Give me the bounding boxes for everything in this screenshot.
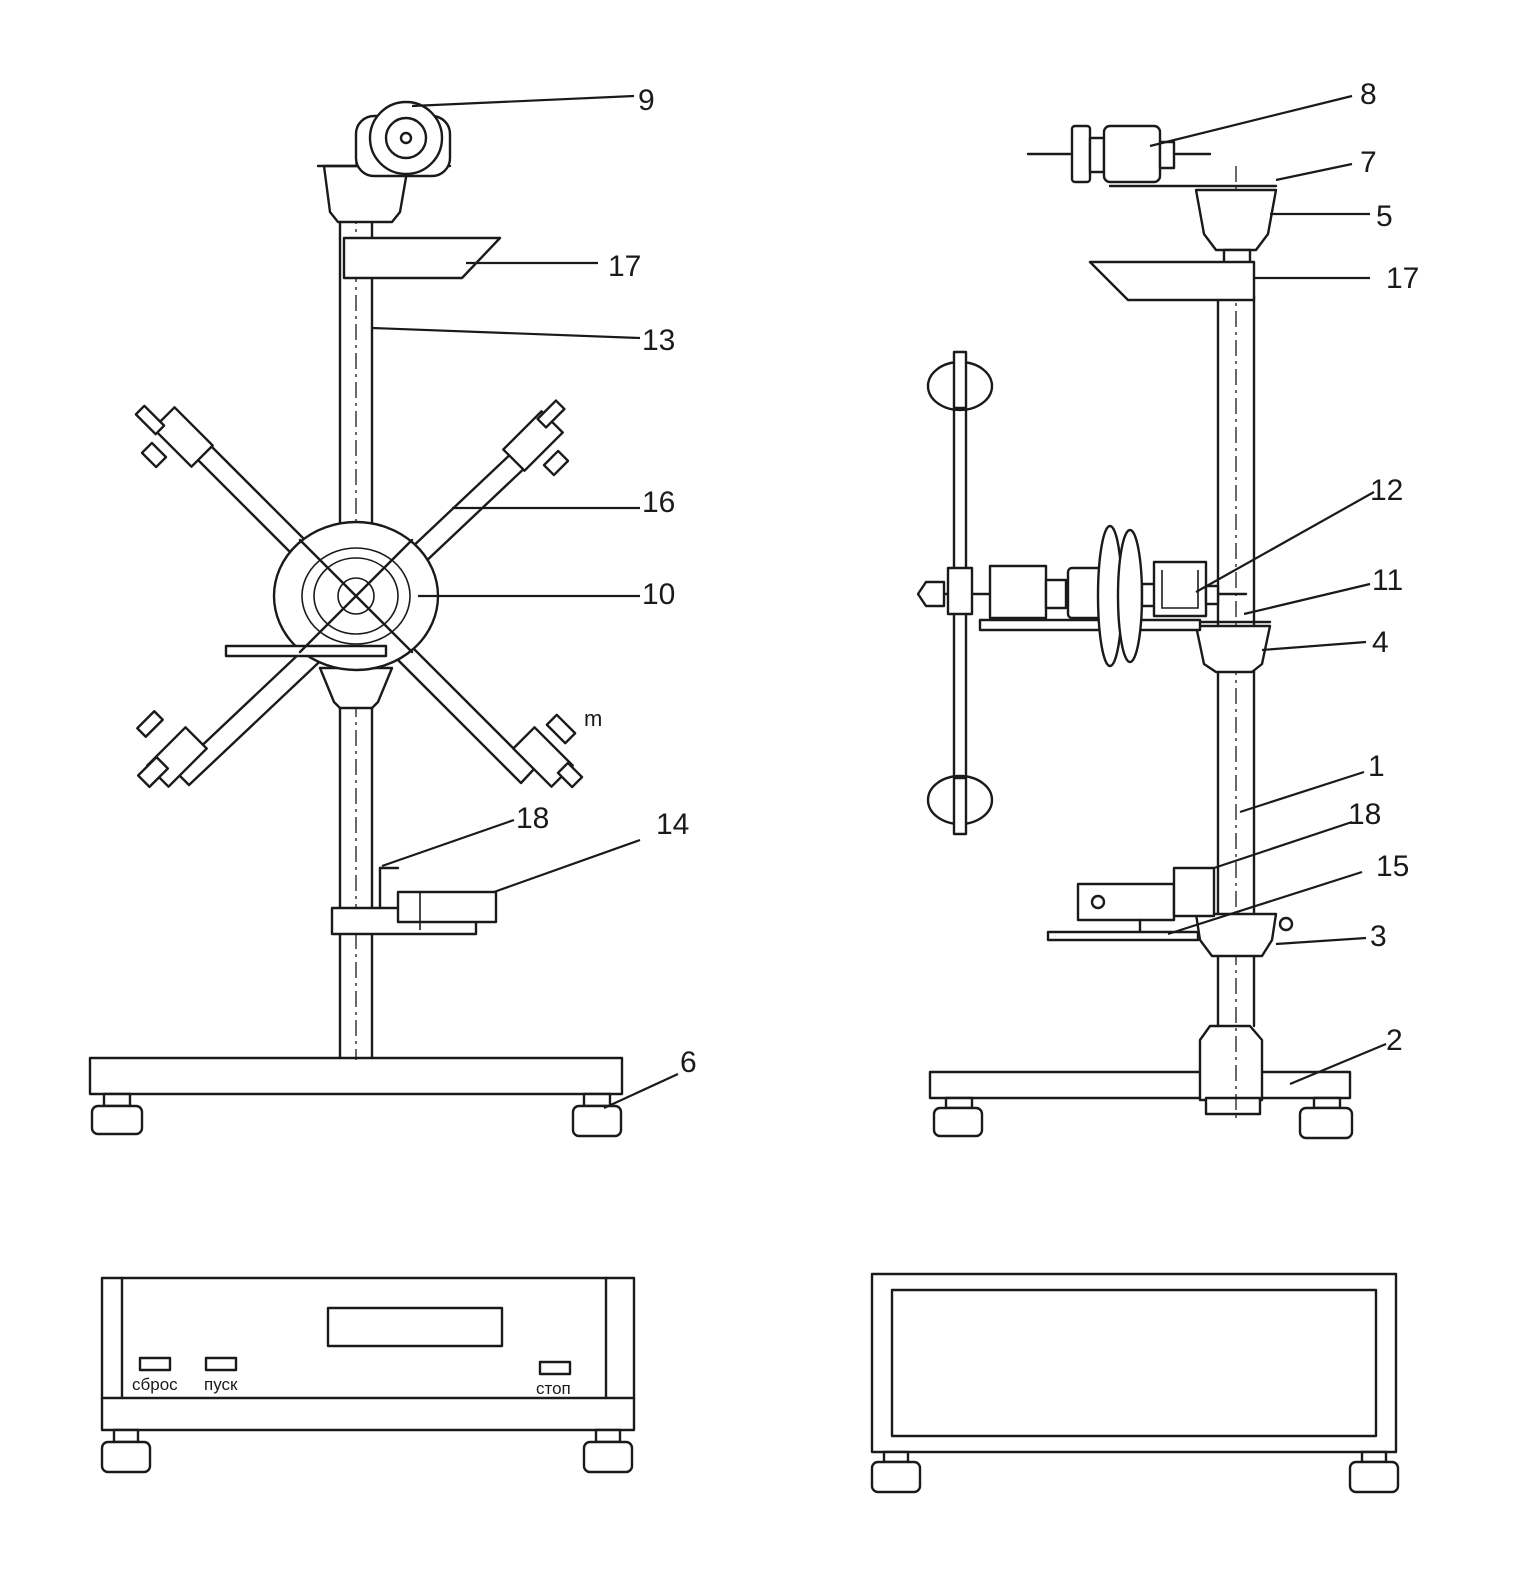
- label-18-left: 18: [516, 802, 549, 835]
- right-top-bearing-5: [1194, 188, 1278, 252]
- hub-disc-10: [224, 520, 440, 710]
- rear-unit-panel: [890, 1288, 1378, 1438]
- label-18-right: 18: [1348, 798, 1381, 831]
- stop-label: стоп: [536, 1379, 571, 1398]
- left-foot-left: [90, 1092, 144, 1136]
- mass-label: m: [584, 706, 602, 731]
- weight-bottom-left: [136, 710, 208, 789]
- reset-label: сброс: [132, 1375, 178, 1394]
- label-17-left: 17: [608, 250, 641, 283]
- left-bracket-17: [342, 236, 502, 280]
- control-unit-foot-left: [100, 1428, 152, 1474]
- rear-unit: [870, 1272, 1400, 1494]
- start-label: пуск: [204, 1375, 238, 1394]
- label-11: 11: [1372, 564, 1403, 597]
- right-foot-right: [1298, 1096, 1354, 1140]
- pendulum-rod: [916, 350, 994, 836]
- left-foot-right: [571, 1092, 623, 1138]
- left-apparatus: 9 17 13 16 10 18 14 6 m: [88, 84, 697, 1138]
- label-13: 13: [642, 324, 675, 357]
- right-bracket-17: [1088, 260, 1256, 302]
- platform-11: [978, 618, 1202, 632]
- rear-unit-foot-right: [1348, 1450, 1400, 1494]
- label-9: 9: [638, 84, 655, 117]
- right-column-socket: [1198, 1024, 1264, 1102]
- right-lower-bearing-3: [1194, 912, 1278, 958]
- right-apparatus: 8 7 5 17 12 11 4 1 18 15 3 2: [916, 78, 1419, 1140]
- display-window: [326, 1306, 504, 1348]
- control-unit-body: [100, 1276, 636, 1432]
- right-column-foot: [1204, 1096, 1262, 1116]
- motor-8: [1026, 124, 1212, 184]
- rear-unit-foot-left: [870, 1450, 922, 1494]
- label-12: 12: [1370, 474, 1403, 507]
- left-sensor-14: [330, 866, 498, 936]
- label-7: 7: [1360, 146, 1377, 179]
- label-10: 10: [642, 578, 675, 611]
- horizontal-shaft-assembly: [922, 524, 1248, 668]
- label-14: 14: [656, 808, 689, 841]
- reset-button[interactable]: сброс: [132, 1356, 178, 1394]
- label-3: 3: [1370, 920, 1387, 953]
- label-16: 16: [642, 486, 675, 519]
- label-15: 15: [1376, 850, 1409, 883]
- control-unit-foot-right: [582, 1428, 634, 1474]
- pendulum-clamp: [946, 566, 974, 616]
- stop-button[interactable]: стоп: [536, 1360, 572, 1398]
- weight-top-left: [134, 404, 214, 469]
- left-base-plate: [88, 1056, 624, 1096]
- weight-top-right: [502, 399, 570, 477]
- start-button[interactable]: пуск: [204, 1356, 238, 1394]
- label-1: 1: [1368, 750, 1385, 783]
- pendulum-weight-bottom: [926, 774, 994, 836]
- right-mid-bearing-4: [1194, 624, 1272, 674]
- right-foot-left: [932, 1096, 984, 1138]
- label-17-right: 17: [1386, 262, 1419, 295]
- label-2: 2: [1386, 1024, 1403, 1057]
- weight-bottom-right: [512, 713, 584, 789]
- label-8: 8: [1360, 78, 1377, 111]
- disc-right: [1116, 528, 1144, 664]
- pulley-9: [354, 100, 452, 178]
- pendulum-weight-top: [926, 350, 994, 412]
- label-4: 4: [1372, 626, 1389, 659]
- right-sensor-18: [1076, 866, 1216, 934]
- pendulum-screw: [916, 580, 946, 608]
- right-base-plate: [928, 1070, 1352, 1100]
- control-unit: сброс пуск стоп: [100, 1276, 636, 1474]
- right-pointer-15: [1046, 930, 1200, 942]
- label-6: 6: [680, 1046, 697, 1079]
- label-5: 5: [1376, 200, 1393, 233]
